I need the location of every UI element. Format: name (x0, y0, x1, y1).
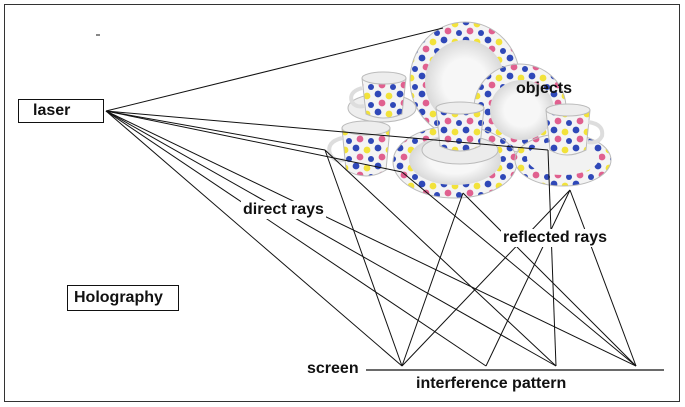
interference-pattern-label: interference pattern (416, 375, 567, 392)
laser-label: laser (18, 99, 104, 123)
direct-rays-label: direct rays (241, 201, 326, 219)
direct-ray-4 (105, 110, 487, 367)
ray-to-objects-mid (105, 110, 549, 151)
diagram-frame (4, 4, 680, 402)
ray-to-plate-top (105, 27, 444, 112)
reflected-ray-8 (569, 189, 637, 367)
ray-lines (96, 27, 664, 371)
reflected-ray-4 (462, 192, 637, 367)
holography-title: Holography (67, 285, 179, 311)
reflected-ray-3 (401, 192, 464, 367)
ray-to-objects-left (105, 110, 326, 151)
reflected-rays-label: reflected rays (501, 229, 610, 247)
tea-set-icon (327, 21, 612, 199)
reflected-ray-9 (547, 149, 557, 367)
direct-ray-3 (105, 110, 637, 367)
objects-label: objects (516, 80, 573, 97)
reflected-ray-5 (401, 171, 637, 367)
ray-to-plate-front (105, 110, 403, 173)
direct-ray-1 (105, 110, 403, 367)
screen-label: screen (307, 360, 359, 377)
reflected-ray-6 (401, 189, 571, 367)
reflected-ray-7 (485, 189, 571, 367)
direct-ray-2 (105, 110, 557, 367)
reflected-ray-1 (324, 149, 403, 367)
